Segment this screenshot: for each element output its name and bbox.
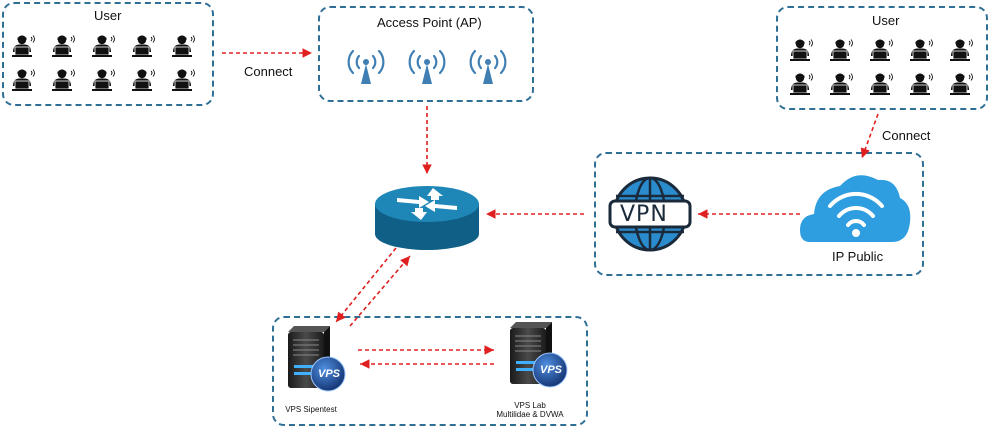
ip-public-group-box xyxy=(594,152,924,276)
server2-badge-text: VPS xyxy=(540,364,563,376)
server-sipentest-icon xyxy=(287,325,346,392)
arrow-vps-to-router xyxy=(349,255,411,327)
arrow-router-to-vps xyxy=(335,247,397,323)
connect-label-right: Connect xyxy=(882,128,931,143)
user-group-left-title: User xyxy=(94,8,122,23)
connect-label-left: Connect xyxy=(244,64,293,79)
server2-label-line1: VPS Lab xyxy=(514,401,546,410)
server2-label-line2: Multilidae & DVWA xyxy=(496,410,564,419)
user-group-left-box xyxy=(2,2,214,106)
access-point-antennas-icon xyxy=(347,49,507,84)
server1-label: VPS Sipentest xyxy=(285,405,337,414)
server-lab-icon xyxy=(509,321,568,388)
user-group-right-box xyxy=(776,6,988,110)
router-icon xyxy=(375,186,479,250)
vps-group-box xyxy=(272,316,588,426)
vpn-globe-icon xyxy=(608,176,692,252)
access-point-group-box xyxy=(318,6,534,102)
server1-badge-text: VPS xyxy=(318,368,341,380)
cloud-wifi-icon xyxy=(800,175,911,243)
user-icons-right xyxy=(789,39,973,96)
vpn-text: VPN xyxy=(620,202,668,227)
access-point-title: Access Point (AP) xyxy=(377,15,482,30)
user-icons-left xyxy=(11,35,195,92)
user-group-right-title: User xyxy=(872,13,900,28)
ip-public-label: IP Public xyxy=(832,249,884,264)
arrow-users-to-ip-public xyxy=(860,113,879,159)
